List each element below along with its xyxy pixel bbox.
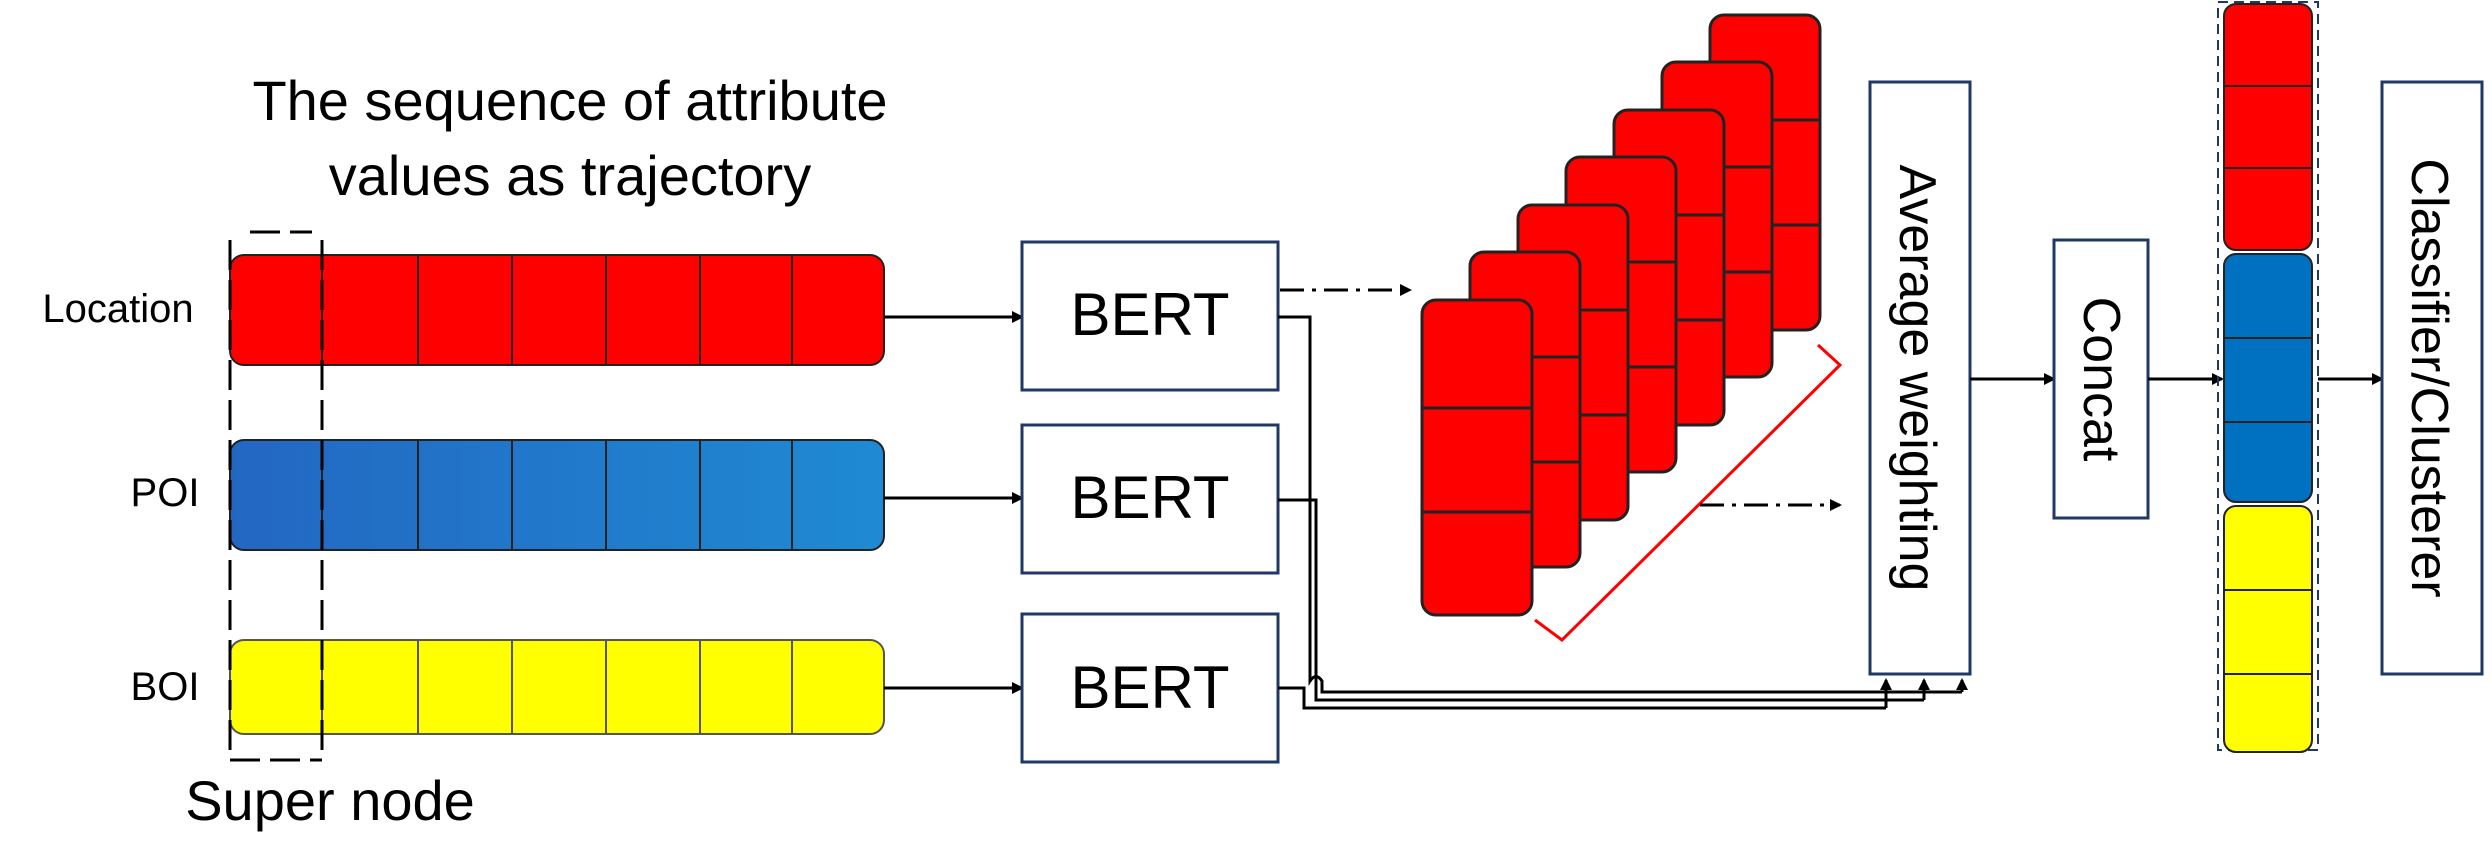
super-node-bracket (228, 230, 324, 762)
concat-vector-red (2223, 3, 2313, 251)
average-weighting-label: Average weighting (1888, 165, 1946, 592)
title-line-1: The sequence of attribute (252, 69, 887, 132)
row-label-boi: BOI (131, 665, 200, 709)
embedding-card-1 (1420, 298, 1534, 617)
concat-vector-blue (2223, 253, 2313, 503)
poi-sequence (229, 439, 885, 551)
classifier-box: Classifier/Clusterer (2380, 80, 2484, 676)
concat-label: Concat (2072, 297, 2130, 462)
boi-sequence (229, 639, 885, 735)
average-weighting-box: Average weighting (1868, 80, 1972, 676)
bert-label-poi: BERT (1071, 464, 1230, 531)
bert-box-location: BERT (1020, 240, 1280, 392)
title-line-2: values as trajectory (329, 144, 811, 207)
bert-label-location: BERT (1071, 281, 1230, 348)
stack-bracket (1534, 343, 1843, 642)
concat-vector-yellow (2223, 505, 2313, 753)
bert-box-boi: BERT (1020, 612, 1280, 764)
row-label-poi: POI (131, 471, 200, 515)
super-node-label: Super node (185, 769, 475, 832)
embedding-stack (1420, 13, 1822, 617)
concat-vector (2217, 1, 2319, 753)
classifier-label: Classifier/Clusterer (2400, 158, 2458, 597)
row-label-location: Location (42, 287, 193, 331)
bert-label-boi: BERT (1071, 654, 1230, 721)
bert-box-poi: BERT (1020, 423, 1280, 575)
location-sequence (229, 254, 885, 366)
bert-to-average-lines (1278, 315, 1962, 710)
concat-box: Concat (2052, 238, 2150, 520)
